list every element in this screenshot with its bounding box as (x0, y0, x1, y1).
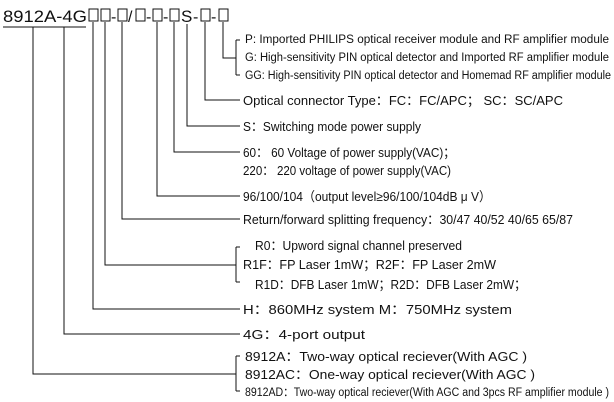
laser-fp: R1F：FP Laser 1mW；R2F：FP Laser 2mW (243, 257, 497, 273)
code-box-8 (218, 8, 229, 22)
connector-module (222, 22, 236, 59)
splitting-frequency: Return/forward splitting frequency：30/47… (243, 212, 573, 227)
system-frequency: H：860MHz system M：750MHz system (243, 302, 512, 317)
code-box-5 (152, 8, 163, 22)
code-box-7 (200, 8, 211, 22)
code-slash: / (128, 9, 133, 26)
type-8912ac: 8912AC：One-way optical reciever(With AGC… (245, 367, 535, 382)
module-option-gg: GG: High-sensitivity PIN optical detecto… (245, 70, 611, 82)
connector-output (156, 22, 240, 197)
model-code-prefix: 8912A-4G (3, 7, 87, 26)
connector-optical (204, 22, 240, 101)
connector-voltage (173, 22, 240, 153)
connector-type (32, 27, 236, 375)
connector-ports (63, 27, 240, 335)
output-level: 96/100/104（output level≥96/100/104dB μ V… (243, 189, 491, 204)
code-box-3 (117, 8, 128, 22)
optical-connector-type: Optical connector Type：FC：FC/APC； SC：SC/… (243, 93, 563, 109)
module-option-p: P: Imported PHILIPS optical receiver mod… (245, 34, 609, 46)
bracket-type (235, 355, 240, 392)
type-8912a: 8912A：Two-way optical reciever(With AGC … (245, 349, 527, 364)
module-option-g: G: High-sensitivity PIN optical detector… (245, 52, 609, 64)
connector-system (92, 22, 240, 310)
code-box-2 (100, 8, 111, 22)
code-box-6 (169, 8, 180, 22)
code-dash-2: - (146, 9, 151, 26)
connector-laser (104, 22, 236, 266)
code-box-4 (135, 8, 146, 22)
type-8912ad: 8912AD：Two-way optical reciever(With AGC… (245, 387, 609, 399)
code-dash-5: - (211, 9, 216, 26)
laser-dfb: R1D：DFB Laser 1mW；R2D：DFB Laser 2mW； (255, 277, 526, 293)
connector-splitting (121, 22, 240, 220)
descriptions: P: Imported PHILIPS optical receiver mod… (243, 34, 611, 399)
code-s-letter: S (181, 7, 192, 26)
code-dash-4: - (193, 9, 198, 26)
voltage-60: 60： 60 Voltage of power supply(VAC)； (243, 145, 455, 161)
port-output: 4G：4-port output (243, 327, 365, 342)
laser-r0: R0：Upword signal channel preserved (255, 238, 462, 253)
code-dash-3: - (163, 9, 168, 26)
bracket-laser (235, 246, 240, 283)
bracket-module (235, 39, 240, 76)
model-code: 8912A-4G - / - - S - - (3, 7, 229, 28)
code-dash-1: - (111, 9, 116, 26)
code-box-1 (88, 8, 99, 22)
connector-lines (32, 22, 240, 392)
connector-switching (186, 24, 240, 127)
voltage-220: 220： 220 voltage of power supply(VAC) (243, 163, 451, 178)
switching-power-supply: S：Switching mode power supply (243, 119, 421, 134)
